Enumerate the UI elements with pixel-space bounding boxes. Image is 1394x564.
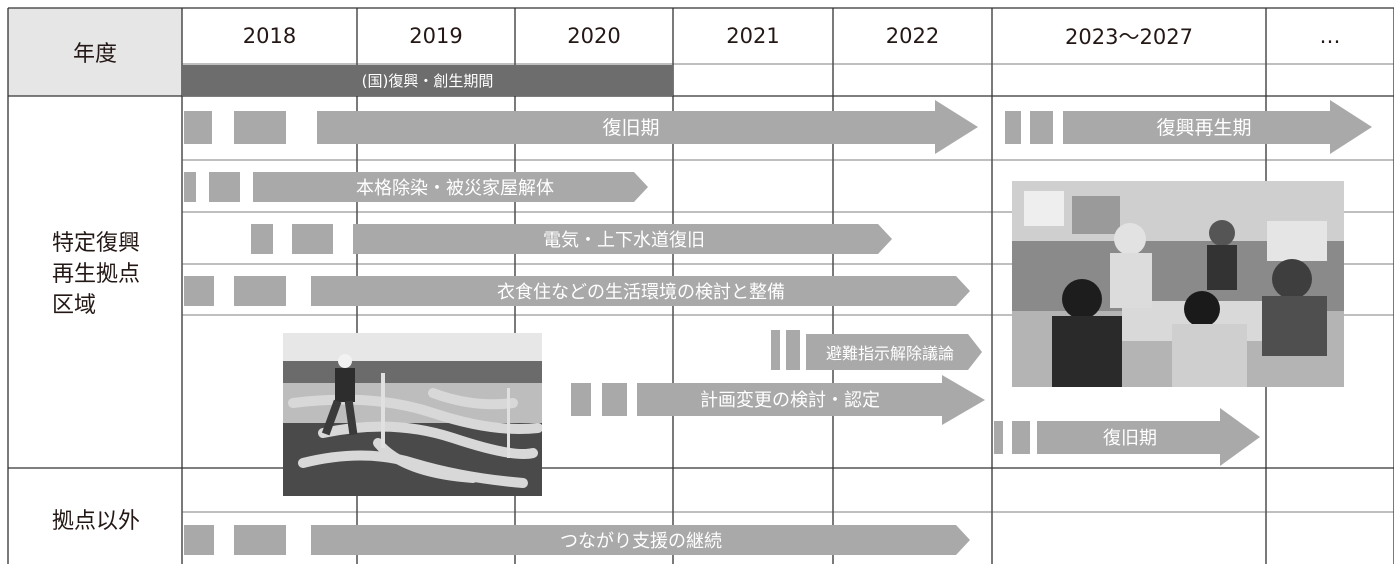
decontamination-work-photo [283, 333, 542, 496]
community-meeting-photo [1012, 181, 1344, 387]
bar-label-evacuation: 避難指示解除議論 [826, 344, 954, 363]
bar-label-support: つながり支援の継続 [560, 531, 722, 552]
header-year-label: 年度 [72, 42, 117, 67]
bar-label-living: 衣食住などの生活環境の検討と整備 [497, 282, 785, 303]
year-2018: 2018 [242, 24, 297, 48]
bar-label-recovery: 復旧期 [602, 117, 659, 139]
bar-label-plan-change: 計画変更の検討・認定 [700, 390, 880, 411]
meeting-image [1012, 181, 1344, 387]
reconstruction-period-bar: (国)復興・創生期間 [361, 72, 494, 90]
bar-label-utilities: 電気・上下水道復旧 [543, 230, 705, 251]
year-2023-2027: 2023～2027 [1065, 25, 1193, 49]
bar-label-decontamination: 本格除染・被災家屋解体 [356, 178, 554, 199]
year-2019: 2019 [409, 24, 463, 48]
year-2021: 2021 [726, 24, 780, 48]
year-2022: 2022 [885, 24, 940, 48]
row-label-tokutei-text: 特定復興 再生拠点 区域 [52, 231, 141, 318]
year-2020: 2020 [567, 24, 621, 48]
bar-label-recovery2: 復旧期 [1103, 428, 1157, 449]
work-site-image [283, 333, 542, 496]
bar-label-revitalization: 復興再生期 [1156, 117, 1251, 139]
row-label-other: 拠点以外 [52, 509, 141, 534]
row-label-tokutei: 特定復興 再生拠点 区域 [52, 228, 172, 321]
year-ellipsis: … [1319, 24, 1341, 48]
